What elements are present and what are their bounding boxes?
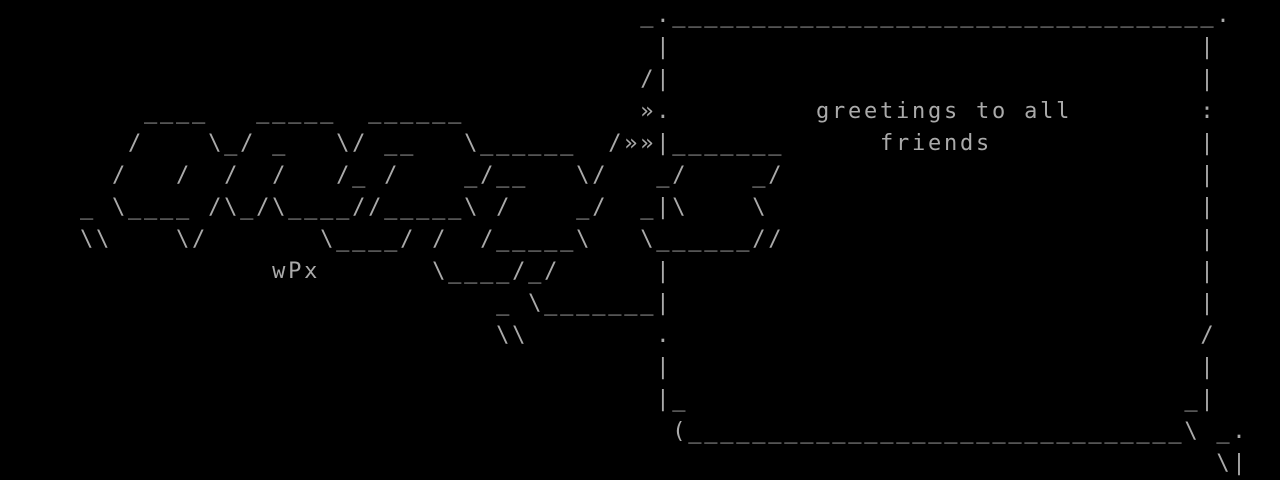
ascii-art-line: wPx \____/_/ | |: [0, 259, 1217, 284]
ascii-art-line: | |: [0, 355, 1217, 380]
ascii-art-line: |_ _|: [0, 387, 1217, 412]
ascii-art-line: | |: [0, 35, 1217, 60]
greeting-line-1: greetings to all: [816, 99, 1073, 124]
ascii-art-line: _ \____ /\_/\____//_____\ / _/ _|\ \ |: [0, 195, 1217, 220]
ascii-art-line: \\ \/ \____/ / /_____\ \______// |: [0, 227, 1217, 252]
ascii-art-line: (_______________________________\ _.: [0, 419, 1249, 444]
greeting-line-2: friends: [880, 131, 993, 156]
ascii-art-line: \\ . /: [0, 323, 1217, 348]
ascii-art-line: /| |: [0, 67, 1217, 92]
ascii-art-line: _ \_______| |: [0, 291, 1217, 316]
ascii-art-line: / \_/ _ \/ __ \______ /»»|_______ |: [0, 131, 1217, 156]
ascii-art-line: / / / / /_ / _/__ \/ _/ _/ |: [0, 163, 1217, 188]
ascii-art-line: ____ _____ ______ ». :: [0, 99, 1217, 124]
ascii-art-line: _.__________________________________.: [0, 3, 1233, 28]
ascii-art-line: \|: [0, 451, 1249, 476]
